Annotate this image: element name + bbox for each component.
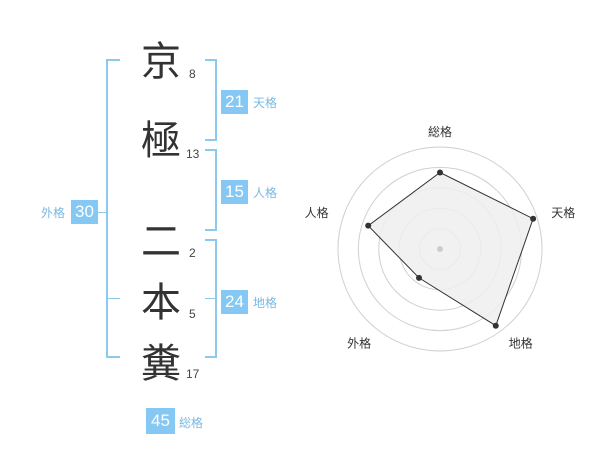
- soukaku-value: 45: [146, 408, 175, 434]
- radar-area: [367, 171, 534, 327]
- jinkaku-label: 人格: [253, 186, 278, 200]
- name-char-4: 本: [141, 280, 181, 326]
- gaikaku-bracket: [106, 59, 120, 358]
- gaikaku-bracket-stem: [95, 212, 106, 213]
- gaikaku-label: 外格: [41, 206, 66, 220]
- radar-axis-label-2: 天格: [551, 205, 575, 220]
- tenkaku-bracket: [205, 59, 217, 141]
- radar-axis-label-3: 地格: [509, 336, 533, 351]
- radar-axis-label-4: 外格: [347, 336, 371, 351]
- stroke-count-2: 13: [186, 147, 200, 161]
- gaikaku-value: 30: [71, 200, 98, 224]
- name-char-5: 糞: [141, 341, 181, 387]
- radar-point-5: [365, 222, 372, 229]
- stroke-count-3: 2: [189, 246, 196, 260]
- radar-point-4: [416, 274, 423, 281]
- jinkaku-value: 15: [221, 180, 248, 204]
- gaikaku-bracket-tick: [106, 298, 120, 299]
- radar-axis-label-1: 総格: [428, 124, 452, 139]
- soukaku-label: 総格: [179, 416, 204, 430]
- jinkaku-bracket: [205, 149, 217, 231]
- stroke-count-4: 5: [189, 307, 196, 321]
- radar-point-2: [530, 215, 537, 222]
- radar-center-dot: [437, 246, 443, 252]
- chikaku-value: 24: [221, 290, 248, 314]
- stroke-count-1: 8: [189, 67, 196, 81]
- stroke-count-5: 17: [186, 367, 200, 381]
- name-char-1: 京: [141, 39, 181, 85]
- chikaku-bracket-tick: [205, 298, 217, 299]
- radar-axis-label-5: 人格: [305, 205, 329, 220]
- name-char-3: 二: [141, 219, 181, 265]
- tenkaku-label: 天格: [253, 96, 278, 110]
- chikaku-label: 地格: [253, 296, 278, 310]
- radar-point-3: [492, 322, 499, 329]
- name-char-2: 極: [141, 118, 181, 164]
- radar-point-1: [437, 169, 443, 176]
- tenkaku-value: 21: [221, 90, 248, 114]
